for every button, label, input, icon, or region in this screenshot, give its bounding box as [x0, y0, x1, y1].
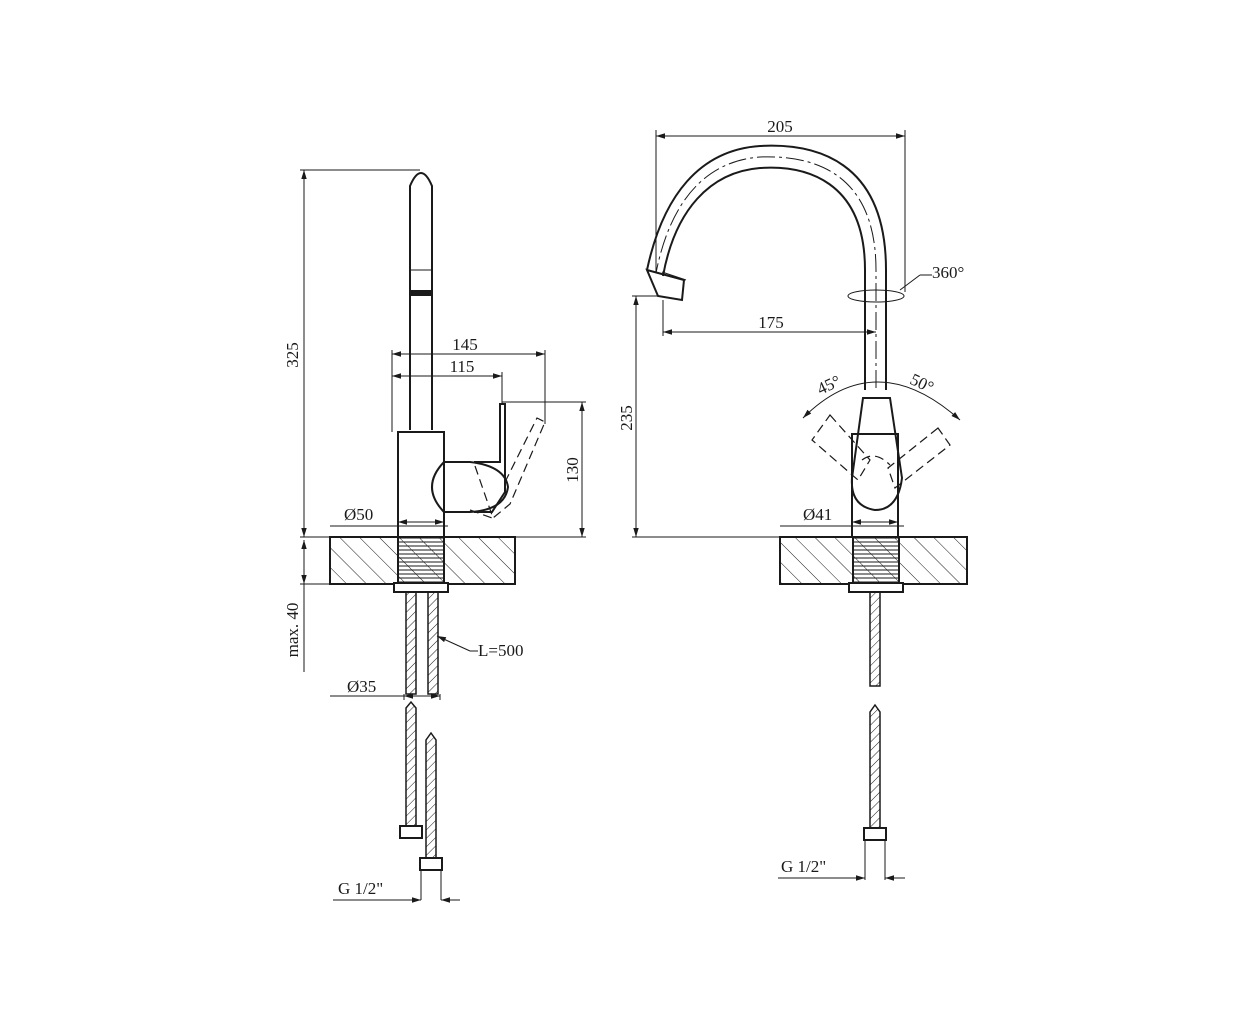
nut-left	[393, 582, 449, 593]
aerator-left	[410, 290, 432, 296]
spout-tip	[645, 268, 686, 302]
lever-right	[850, 397, 904, 512]
body-left	[397, 431, 445, 538]
side-view: 325 145 115 130 Ø50 max. 40 L=500 Ø35	[283, 169, 586, 903]
hose-left-b-end	[425, 731, 437, 859]
shank-left	[397, 536, 445, 588]
dim-175: 175	[758, 313, 784, 332]
dim-130: 130	[563, 457, 582, 483]
hose-right-end	[869, 703, 881, 831]
dim-d35: Ø35	[347, 677, 376, 696]
lever-alt-left	[474, 417, 546, 520]
dim-d50: Ø50	[344, 505, 373, 524]
dim-115: 115	[450, 357, 475, 376]
dim-205: 205	[767, 117, 793, 136]
angle-50: 50°	[907, 370, 937, 397]
lever-alt-right-b	[887, 427, 951, 489]
dim-d41: Ø41	[803, 505, 832, 524]
spout-tube-left	[409, 172, 433, 430]
dim-360: 360°	[932, 263, 964, 282]
dim-max40: max. 40	[283, 603, 302, 658]
hose-left-a	[405, 591, 417, 695]
front-view: 45° 50° 360° 205 175 235 Ø41 G	[617, 117, 968, 881]
lever-alt-right-a	[811, 414, 871, 481]
hose-left-b	[427, 591, 439, 695]
angle-arc	[802, 381, 961, 421]
nut-right	[848, 582, 904, 593]
dim-l500: L=500	[478, 641, 523, 660]
angle-45: 45°	[814, 371, 844, 398]
dim-g12-left: G 1/2"	[338, 879, 383, 898]
dim-g12-right: G 1/2"	[781, 857, 826, 876]
dim-145: 145	[452, 335, 478, 354]
shank-right	[852, 536, 900, 588]
lever-left	[474, 403, 506, 513]
dim-325: 325	[283, 342, 302, 368]
gooseneck-spout	[662, 166, 866, 390]
hose-right	[869, 591, 881, 687]
hose-left-a-end	[405, 700, 417, 827]
dim-235: 235	[617, 405, 636, 431]
